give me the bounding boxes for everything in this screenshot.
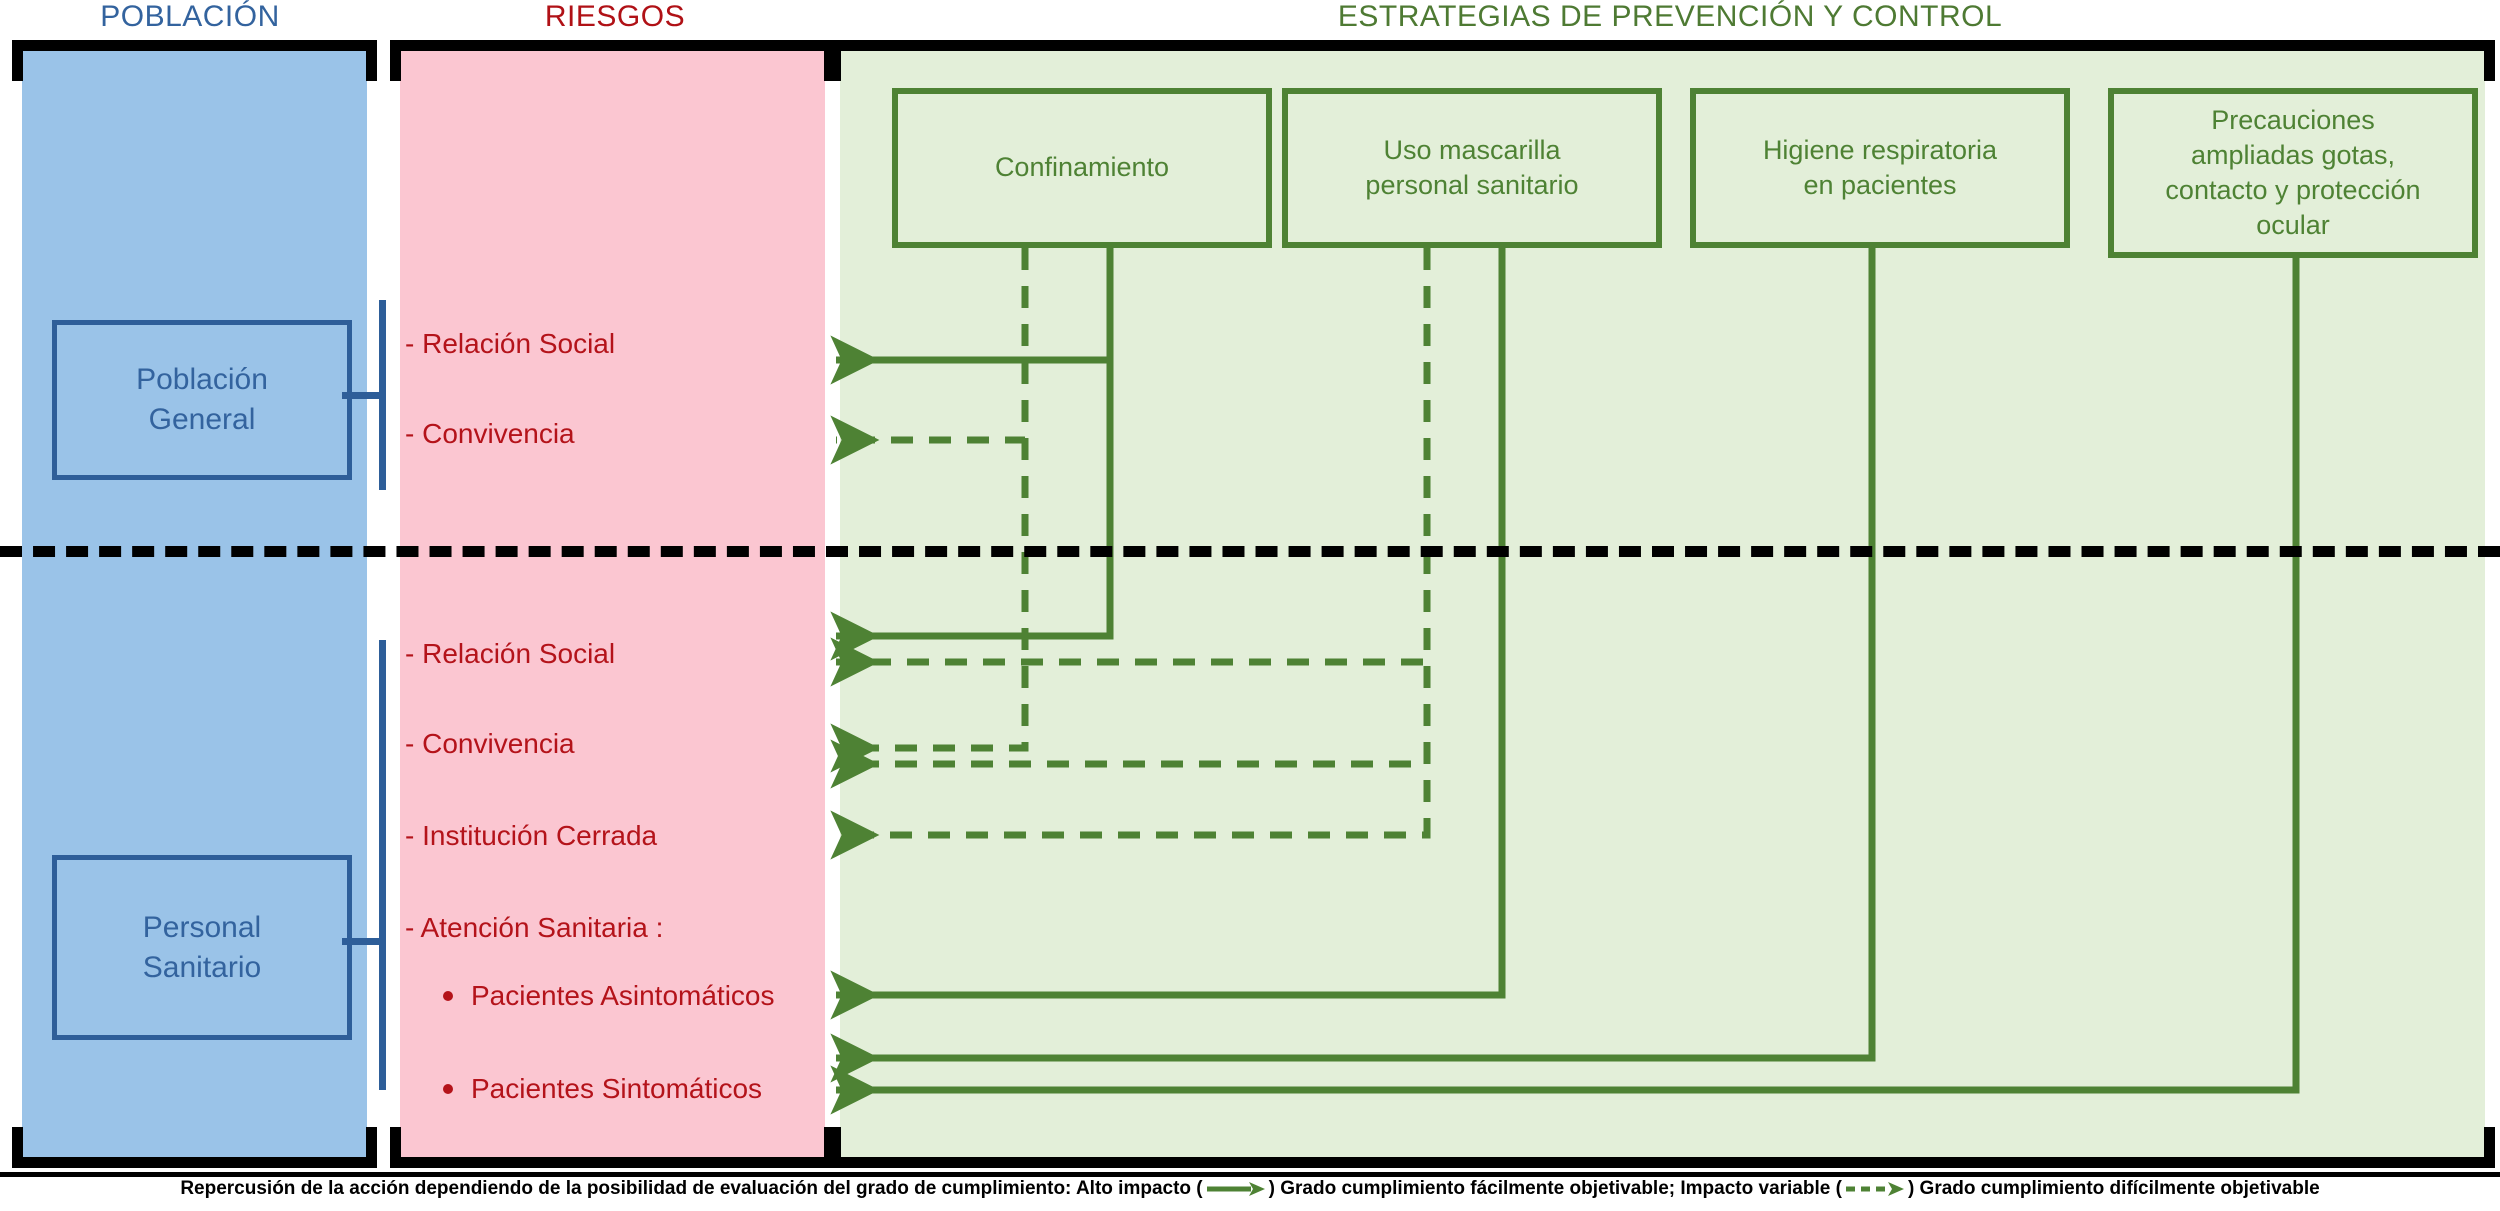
risk-general-relacion-social: - Relación Social [405, 328, 616, 359]
strategy-box-confinamiento[interactable]: Confinamiento [892, 88, 1272, 248]
arrow-confinamiento-to-sanitario-convivencia [830, 248, 1029, 773]
legend-text-part3: ) Grado cumplimiento difícilmente objeti… [1907, 1178, 2320, 1199]
risk-bullet-pacientes-sintomaticos: Pacientes Sintomáticos [443, 1073, 762, 1105]
arrow-confinamiento-to-general-relacion-social [830, 248, 1114, 385]
risk-bullet-pacientes-asintomaticos: Pacientes Asintomáticos [443, 980, 775, 1012]
bullet-dot-icon [443, 1083, 453, 1094]
footer-rule [0, 1172, 2500, 1177]
legend: Repercusión de la acción dependiendo de … [0, 1178, 2500, 1200]
legend-text-part2: ) Grado cumplimiento fácilmente objetiva… [1268, 1178, 1842, 1199]
connector-general-bracket [379, 300, 386, 490]
box-poblacion-general[interactable]: Población General [52, 320, 352, 480]
panel-riesgos [400, 50, 825, 1158]
box-poblacion-general-label: Población General [136, 363, 268, 436]
connector-sanitario-stem [342, 938, 386, 945]
arrow-mascarilla-to-sanitario-relacion-social [830, 248, 1431, 687]
arrow-confinamiento-to-sanitario-relacion-social [830, 248, 1114, 661]
bullet-dot-icon [443, 990, 453, 1001]
connector-general-stem [342, 392, 386, 399]
arrow-mascarilla-to-pacientes-asintomaticos [830, 248, 1506, 1020]
column-header-estrategias: ESTRATEGIAS DE PREVENCIÓN Y CONTROL [1337, 0, 2003, 33]
strategy-label-confinamiento: Confinamiento [994, 152, 1170, 183]
population-divider-line [0, 546, 2500, 557]
dashed-arrow-icon [1845, 1181, 1904, 1196]
risk-sanitario-institucion-cerrada: - Institución Cerrada [405, 820, 658, 851]
arrow-higiene-to-pacientes-sintomaticos [830, 248, 1876, 1083]
arrow-precauciones-to-pacientes-sintomaticos [830, 258, 2300, 1115]
risk-sanitario-relacion-social: - Relación Social [405, 638, 616, 669]
arrow-confinamiento-to-general-convivencia [830, 248, 1029, 465]
arrow-mascarilla-to-sanitario-institucion-cerrada [830, 248, 1431, 860]
risk-general-convivencia: - Convivencia [405, 418, 575, 449]
column-header-riesgos: RIESGOS [544, 0, 686, 33]
risk-sanitario-atencion-sanitaria: - Atención Sanitaria : [405, 912, 664, 943]
connector-sanitario-bracket [379, 640, 386, 1090]
column-header-poblacion: POBLACIÓN [100, 0, 280, 33]
solid-arrow-icon [1206, 1181, 1265, 1196]
risk-sanitario-convivencia: - Convivencia [405, 728, 575, 759]
legend-text-part1: Repercusión de la acción dependiendo de … [180, 1178, 1203, 1199]
box-personal-sanitario[interactable]: Personal Sanitario [52, 855, 352, 1040]
box-personal-sanitario-label: Personal Sanitario [142, 910, 262, 984]
arrow-mascarilla-to-sanitario-convivencia [830, 248, 1431, 789]
